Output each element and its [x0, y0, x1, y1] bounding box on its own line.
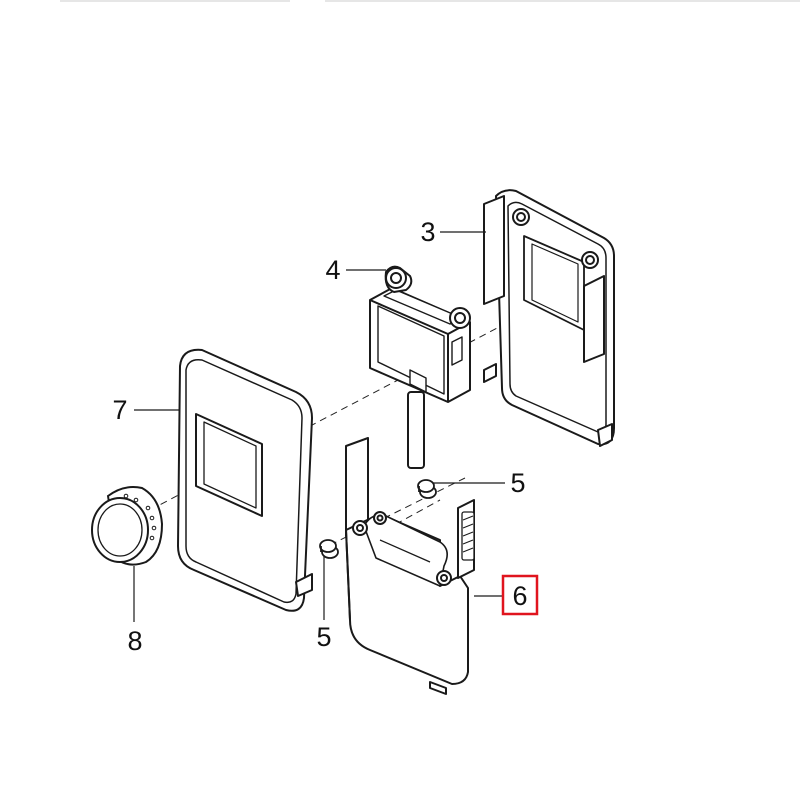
label-part-5-lower: 5	[316, 622, 331, 652]
part-5-lower-screw	[319, 539, 339, 559]
label-part-3: 3	[420, 217, 435, 247]
part-4-inner-frame	[369, 265, 471, 469]
part-5-upper-screw	[417, 479, 437, 499]
label-part-4: 4	[325, 255, 340, 285]
label-part-5-upper: 5	[510, 468, 525, 498]
part-3-back-cover	[483, 189, 615, 447]
label-part-8: 8	[127, 626, 142, 656]
part-6-lower-housing	[345, 437, 475, 695]
leader-lines	[133, 231, 505, 622]
part-8-knob	[91, 486, 164, 566]
label-part-6: 6	[512, 581, 527, 611]
part-7-front-cover	[177, 348, 313, 612]
label-part-7: 7	[112, 395, 127, 425]
highlight-box-part-6	[501, 574, 539, 616]
